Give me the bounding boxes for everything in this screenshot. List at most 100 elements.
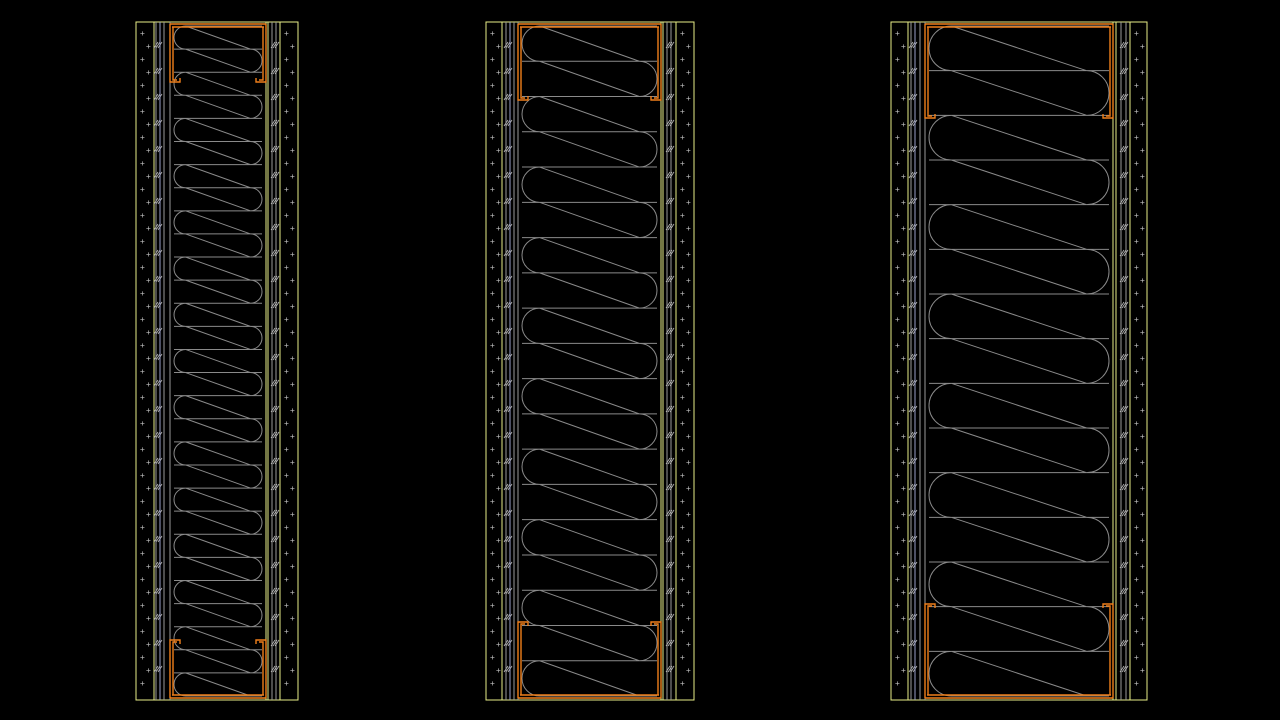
hatch-stroke — [667, 93, 673, 101]
hatch-stroke — [155, 41, 161, 49]
board-speckle: + — [895, 679, 900, 688]
hatch-stroke — [272, 223, 278, 231]
board-speckle: + — [686, 224, 691, 233]
hatch-stroke — [1121, 483, 1127, 491]
board-speckle: + — [284, 159, 289, 168]
hatch-stroke — [1121, 301, 1127, 309]
board-speckle: + — [1134, 263, 1139, 272]
hatch-stroke — [1121, 509, 1127, 517]
hatch-stroke — [272, 353, 278, 361]
board-speckle: + — [146, 510, 151, 519]
section-b-stud-bottom — [517, 621, 662, 699]
hatch-stroke — [270, 353, 276, 361]
hatch-stroke — [270, 301, 276, 309]
hatch-stroke — [910, 509, 916, 517]
section-a-right-board-outline — [279, 21, 299, 701]
board-speckle: + — [895, 367, 900, 376]
board-speckle: + — [680, 107, 685, 116]
hatch-stroke — [665, 249, 671, 257]
hatch-stroke — [270, 41, 276, 49]
board-speckle: + — [490, 107, 495, 116]
board-speckle: + — [490, 445, 495, 454]
hatch-stroke — [155, 535, 161, 543]
board-speckle: + — [140, 133, 145, 142]
board-speckle: + — [895, 237, 900, 246]
board-speckle: + — [146, 250, 151, 259]
hatch-stroke — [669, 67, 675, 75]
hatch-stroke — [270, 67, 276, 75]
board-speckle: + — [680, 211, 685, 220]
hatch-stroke — [665, 353, 671, 361]
hatch-stroke — [270, 171, 276, 179]
hatch-stroke — [1121, 353, 1127, 361]
board-speckle: + — [496, 42, 501, 51]
hatch-stroke — [270, 587, 276, 595]
board-speckle: + — [686, 146, 691, 155]
hatch-stroke — [505, 639, 511, 647]
hatch-stroke — [667, 431, 673, 439]
board-speckle: + — [146, 146, 151, 155]
section-a-stud-top — [169, 23, 267, 83]
hatch-stroke — [155, 223, 161, 231]
hatch-stroke — [270, 119, 276, 127]
board-speckle: + — [496, 276, 501, 285]
hatch-stroke — [270, 275, 276, 283]
board-speckle: + — [496, 146, 501, 155]
hatch-stroke — [274, 93, 280, 101]
hatch-stroke — [272, 327, 278, 335]
board-speckle: + — [1140, 406, 1145, 415]
hatch-stroke — [667, 67, 673, 75]
board-speckle: + — [496, 172, 501, 181]
board-speckle: + — [490, 679, 495, 688]
board-speckle: + — [686, 588, 691, 597]
board-speckle: + — [146, 432, 151, 441]
hatch-stroke — [274, 145, 280, 153]
board-speckle: + — [1134, 237, 1139, 246]
section-c-stud-top — [924, 23, 1114, 119]
board-speckle: + — [1134, 471, 1139, 480]
hatch-stroke — [910, 561, 916, 569]
board-speckle: + — [1134, 55, 1139, 64]
board-speckle: + — [895, 445, 900, 454]
hatch-stroke — [910, 379, 916, 387]
section-a-left-board-0: ++++++++++++++++++++++++++++++++++++++++… — [135, 21, 155, 701]
board-speckle: + — [290, 68, 295, 77]
hatch-stroke — [669, 275, 675, 283]
hatch-stroke — [272, 249, 278, 257]
hatch-stroke — [1121, 171, 1127, 179]
board-speckle: + — [290, 120, 295, 129]
section-a-right-board: ++++++++++++++++++++++++++++++++++++++++… — [279, 21, 299, 701]
hatch-stroke — [1121, 665, 1127, 673]
board-speckle: + — [680, 133, 685, 142]
hatch-stroke — [274, 379, 280, 387]
board-speckle: + — [490, 601, 495, 610]
board-speckle: + — [140, 471, 145, 480]
board-speckle: + — [290, 224, 295, 233]
board-speckle: + — [284, 263, 289, 272]
board-speckle: + — [284, 107, 289, 116]
hatch-stroke — [505, 665, 511, 673]
board-speckle: + — [895, 627, 900, 636]
board-speckle: + — [1134, 211, 1139, 220]
board-speckle: + — [1140, 198, 1145, 207]
hatch-stroke — [272, 67, 278, 75]
board-speckle: + — [901, 380, 906, 389]
board-speckle: + — [1134, 679, 1139, 688]
board-speckle: + — [290, 94, 295, 103]
hatch-stroke — [270, 613, 276, 621]
section-b-stud-top-flange-right — [650, 24, 662, 101]
board-speckle: + — [680, 627, 685, 636]
hatch-stroke — [270, 457, 276, 465]
board-speckle: + — [686, 328, 691, 337]
board-speckle: + — [680, 549, 685, 558]
hatch-stroke — [1119, 353, 1125, 361]
board-speckle: + — [490, 289, 495, 298]
board-speckle: + — [140, 679, 145, 688]
hatch-stroke — [1119, 639, 1125, 647]
hatch-stroke — [665, 41, 671, 49]
hatch-stroke — [270, 223, 276, 231]
board-speckle: + — [901, 406, 906, 415]
board-speckle: + — [284, 211, 289, 220]
hatch-stroke — [155, 379, 161, 387]
board-speckle: + — [895, 653, 900, 662]
